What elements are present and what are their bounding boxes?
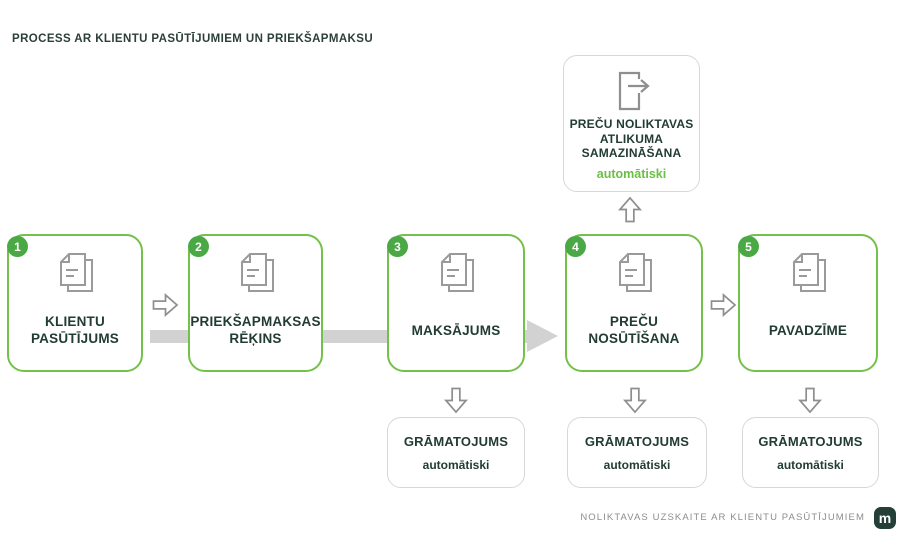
posting-box: GRĀMATOJUMS automātiski	[567, 417, 707, 488]
step-number-badge: 2	[188, 236, 209, 257]
step-number-badge: 5	[738, 236, 759, 257]
automatic-note: automātiski	[422, 457, 490, 472]
flow-bar-arrowhead	[527, 320, 558, 352]
diagram-title: PROCESS AR KLIENTU PASŪTĪJUMIEM UN PRIEK…	[12, 33, 374, 45]
step-box-payment: 3 MAKSĀJUMS	[387, 234, 525, 372]
posting-label: GRĀMATOJUMS	[403, 433, 509, 449]
arrow-up-icon	[616, 196, 644, 224]
step-box-prepayment-invoice: 2 PRIEKŠAPMAKSAS RĒĶINS	[188, 234, 323, 372]
documents-icon	[190, 249, 321, 295]
arrow-down-icon	[796, 386, 824, 414]
posting-box: GRĀMATOJUMS automātiski	[387, 417, 525, 488]
documents-icon	[740, 249, 876, 295]
brand-logo: m	[874, 506, 896, 529]
automatic-note: automātiski	[777, 457, 844, 472]
arrow-right-icon	[151, 291, 179, 319]
step-number-badge: 1	[7, 236, 28, 257]
automatic-note: automātiski	[596, 166, 667, 181]
documents-icon	[567, 249, 701, 295]
export-arrow-icon	[612, 67, 652, 111]
stock-reduction-label: PREČU NOLIKTAVAS ATLIKUMA SAMAZINĀŠANA	[569, 117, 694, 160]
step-label: PRIEKŠAPMAKSAS RĒĶINS	[190, 314, 321, 346]
step-label: KLIENTU PASŪTĪJUMS	[30, 314, 119, 346]
arrow-right-icon	[709, 291, 737, 319]
arrow-down-icon	[621, 386, 649, 414]
documents-icon	[9, 249, 141, 295]
step-label: MAKSĀJUMS	[411, 322, 501, 338]
step-label: PAVADZĪME	[768, 322, 848, 338]
step-number-badge: 3	[387, 236, 408, 257]
footer-caption: NOLIKTAVAS UZSKAITE AR KLIENTU PASŪTĪJUM…	[580, 512, 865, 523]
step-number-badge: 4	[565, 236, 586, 257]
footer: NOLIKTAVAS UZSKAITE AR KLIENTU PASŪTĪJUM…	[580, 506, 896, 529]
posting-label: GRĀMATOJUMS	[584, 433, 690, 449]
posting-label: GRĀMATOJUMS	[758, 433, 863, 449]
posting-box: GRĀMATOJUMS automātiski	[742, 417, 879, 488]
step-box-goods-dispatch: 4 PREČU NOSŪTĪŠANA	[565, 234, 703, 372]
stock-reduction-box: PREČU NOLIKTAVAS ATLIKUMA SAMAZINĀŠANA a…	[563, 55, 700, 192]
step-label: PREČU NOSŪTĪŠANA	[588, 314, 680, 346]
step-box-delivery-note: 5 PAVADZĪME	[738, 234, 878, 372]
arrow-down-icon	[442, 386, 470, 414]
documents-icon	[389, 249, 523, 295]
step-box-customer-order: 1 KLIENTU PASŪTĪJUMS	[7, 234, 143, 372]
automatic-note: automātiski	[603, 457, 671, 472]
